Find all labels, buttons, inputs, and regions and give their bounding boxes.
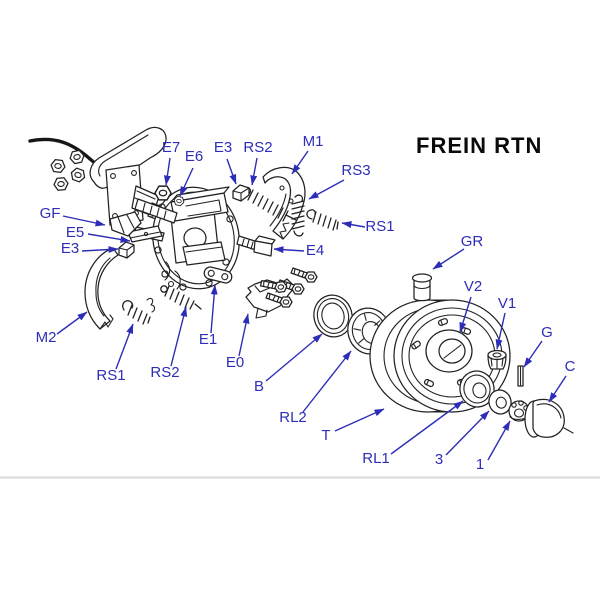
wheel-stud: [423, 378, 435, 388]
nut-e7: [154, 185, 172, 201]
part-label-GF: GF: [40, 205, 61, 222]
hex-nut: [52, 176, 70, 192]
anchor-block-left: [118, 241, 135, 259]
split-pin-g: [517, 365, 524, 387]
bearing-rl1: [459, 370, 495, 408]
grease-cap-gr: [411, 273, 433, 302]
part-label-RL1: RL1: [362, 450, 390, 467]
label-arrow-RS1-bottom: [115, 323, 134, 370]
parts-drawing: [28, 126, 574, 438]
dust-cap-c: [524, 398, 574, 438]
label-arrow-G: [523, 340, 543, 368]
label-arrow-E3-left: [81, 246, 119, 254]
part-label-GR: GR: [461, 233, 484, 250]
lever-mount-plate: [105, 164, 144, 226]
part-label-E0: E0: [226, 354, 244, 371]
brake-shoe-right: [262, 166, 306, 240]
spring-rs1-bottom: [122, 300, 151, 325]
part-label-C: C: [565, 358, 576, 375]
washer-3: [488, 389, 512, 415]
part-label-M2: M2: [36, 329, 57, 346]
part-label-1: 1: [476, 456, 484, 473]
spring-rs3: [291, 194, 305, 237]
label-arrow-C: [548, 375, 567, 403]
adjuster-bolt-e4: [236, 235, 276, 257]
part-label-3: 3: [435, 451, 443, 468]
part-label-RS2-top: RS2: [243, 139, 272, 156]
anchor-block-top: [232, 184, 250, 202]
label-arrow-E5: [87, 233, 131, 243]
hex-nut: [68, 166, 88, 184]
part-label-V2: V2: [464, 278, 482, 295]
label-arrow-RL2: [302, 350, 352, 413]
link-e1: [203, 266, 233, 284]
wheel-stud: [437, 318, 449, 326]
part-label-RS2-bottom: RS2: [150, 364, 179, 381]
label-arrow-3: [445, 410, 490, 456]
label-arrow-E1: [210, 284, 218, 334]
spring-rs2-top: [242, 186, 297, 222]
diagram-title: FREIN RTN: [416, 133, 542, 158]
seal-ring: [313, 294, 353, 338]
part-label-E7: E7: [162, 139, 180, 156]
lug-nut-v1: [487, 349, 507, 370]
label-arrow-T: [334, 408, 385, 432]
label-arrow-GR: [432, 248, 465, 270]
label-arrow-E4: [273, 246, 305, 254]
latch: [164, 261, 171, 281]
part-label-RL2: RL2: [279, 409, 307, 426]
hex-nut: [49, 158, 67, 174]
part-label-V1: V1: [498, 295, 516, 312]
wheel-bolt: [290, 267, 318, 283]
brake-shoe-left: [84, 247, 119, 330]
label-arrow-GF: [62, 215, 106, 227]
label-arrow-M1: [291, 150, 309, 175]
label-arrow-B: [265, 333, 323, 382]
label-arrow-E0: [238, 313, 250, 357]
part-label-RS1-top: RS1: [365, 218, 394, 235]
part-label-E1: E1: [199, 331, 217, 348]
label-arrow-E7: [163, 157, 171, 186]
label-arrow-RS3: [308, 179, 345, 200]
part-label-M1: M1: [303, 133, 324, 150]
label-arrow-RS1-top: [341, 221, 366, 229]
part-label-E3-top: E3: [214, 139, 232, 156]
part-label-RS3: RS3: [341, 162, 370, 179]
cam-bar-e5: [127, 225, 163, 243]
label-arrow-RS2-bottom: [170, 306, 188, 367]
part-label-E5: E5: [66, 224, 84, 241]
part-label-B: B: [254, 378, 264, 395]
spring-rs1-top: [306, 209, 339, 231]
cable-guide-gf: [109, 211, 142, 237]
label-arrow-E6: [179, 167, 194, 197]
part-label-E4: E4: [306, 242, 324, 259]
label-arrow-RS2-top: [250, 157, 258, 186]
label-arrow-V1: [495, 312, 506, 350]
latch: [174, 270, 181, 290]
part-label-E3-left: E3: [61, 240, 79, 257]
spring-rs2-bottom: [160, 285, 202, 310]
label-arrow-E3-top: [226, 158, 237, 185]
hub-bore: [438, 338, 466, 364]
label-arrow-1: [487, 420, 511, 461]
part-label-G: G: [541, 324, 553, 341]
part-label-E6: E6: [185, 148, 203, 165]
label-arrow-V2: [459, 296, 472, 333]
part-label-RS1-bottom: RS1: [96, 367, 125, 384]
label-arrow-M2: [56, 311, 88, 335]
part-label-T: T: [321, 427, 330, 444]
label-arrow-RL1: [390, 400, 464, 455]
wheel-stud: [411, 340, 421, 350]
